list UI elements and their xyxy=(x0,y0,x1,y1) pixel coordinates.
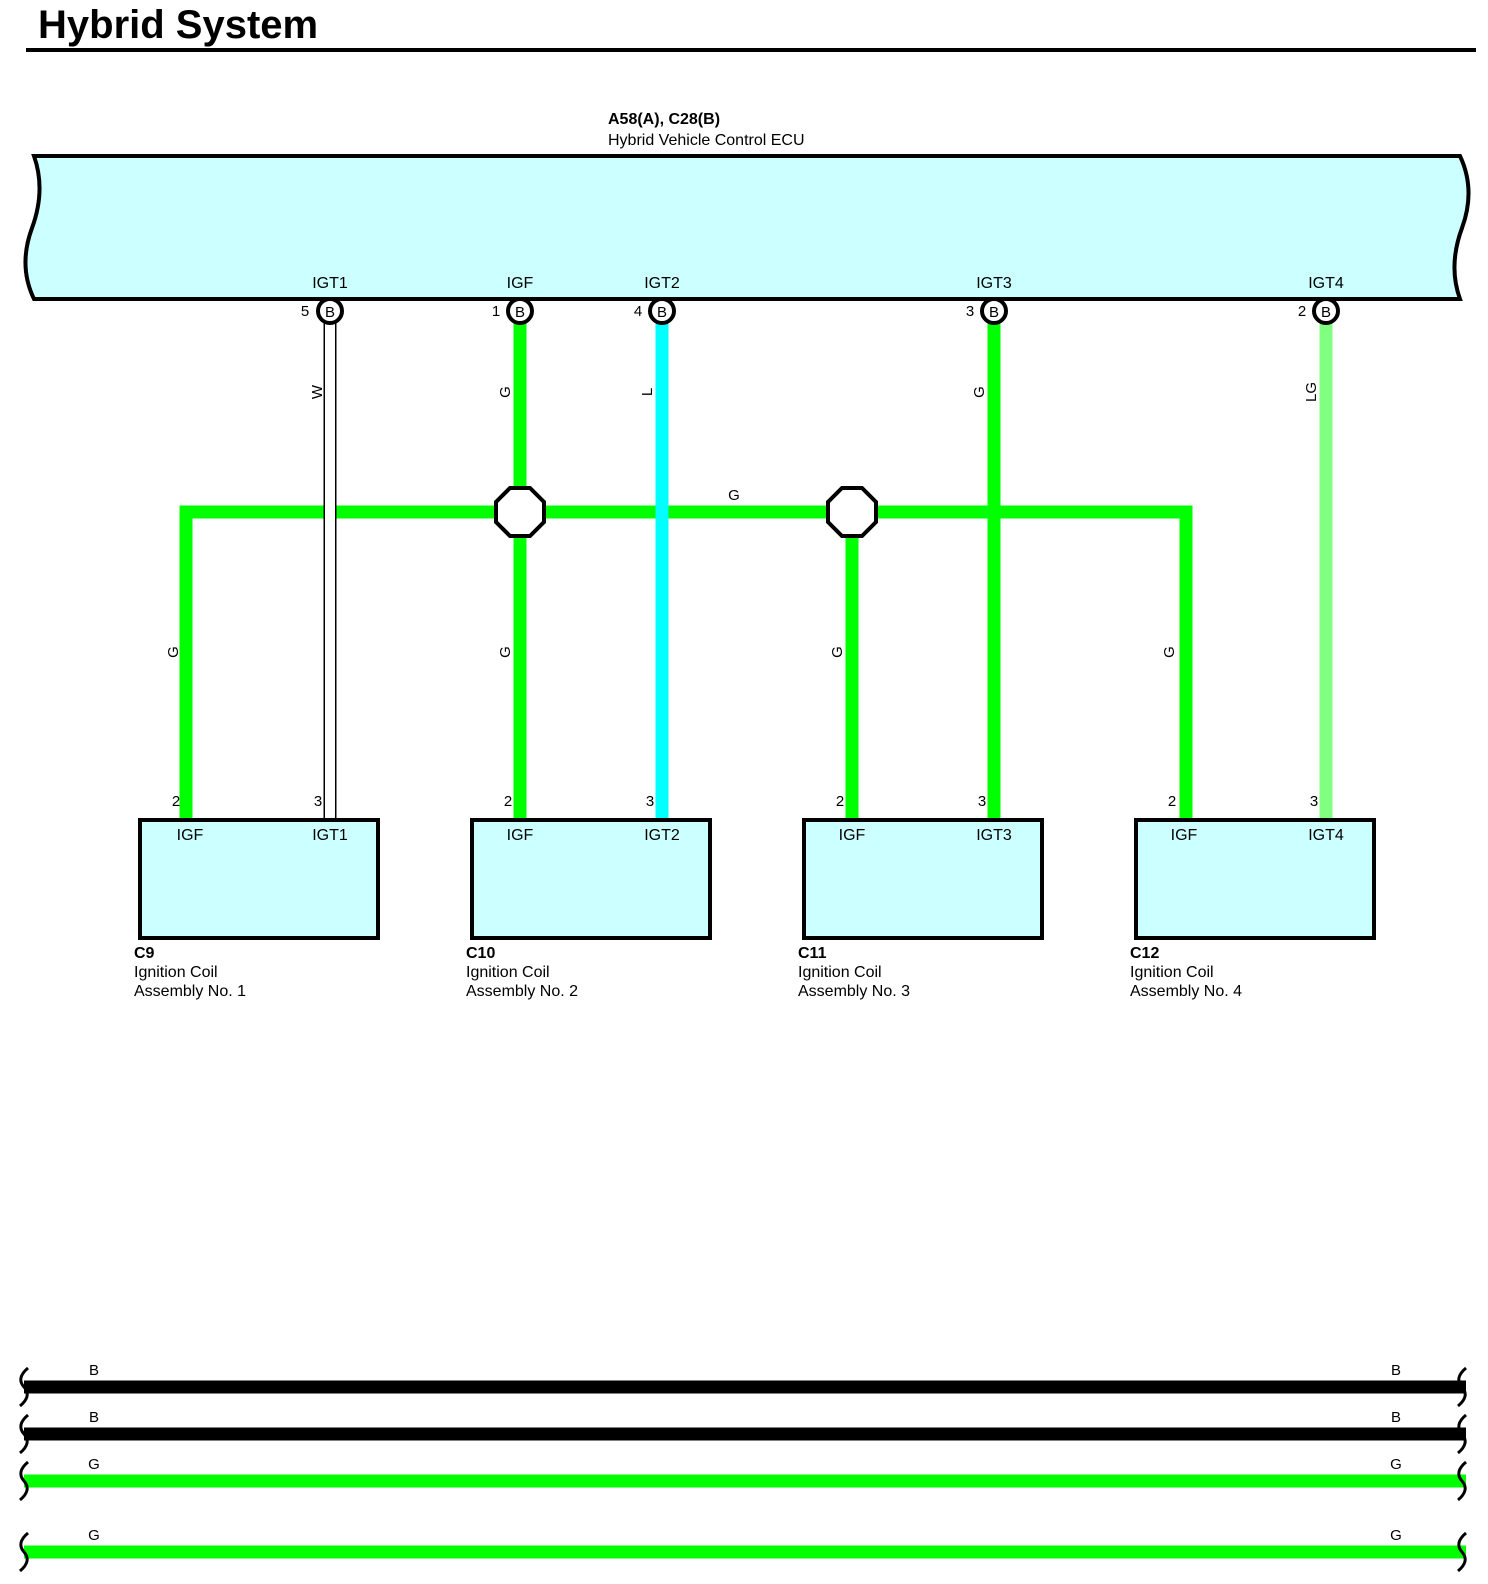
ecu-pin-igt3-number: 3 xyxy=(966,303,974,320)
coil-c10: 2 3 IGF IGT2 C10 Ignition Coil Assembly … xyxy=(466,793,712,1000)
bottom-wire-2: B B xyxy=(19,1409,1467,1455)
ecu-pin-igt2-number: 4 xyxy=(634,303,642,320)
coil-c9: 2 3 IGF IGT1 C9 Ignition Coil Assembly N… xyxy=(134,793,380,1000)
coil-c11-box xyxy=(802,818,1044,940)
wire-label-c12-igf: G xyxy=(1161,646,1178,658)
coil-c10-box xyxy=(470,818,712,940)
bottom-wire-2-right-label: B xyxy=(1391,1409,1401,1426)
ecu-pin-igt4-connector: B xyxy=(1321,304,1331,321)
page-title: Hybrid System xyxy=(38,3,318,47)
coil-c10-assembly: Assembly No. 2 xyxy=(466,983,578,1000)
ecu-terminal-igt4: IGT4 xyxy=(1308,275,1344,292)
bottom-wire-4-right-label: G xyxy=(1390,1527,1402,1544)
wire-label-igt4: LG xyxy=(1303,382,1320,402)
bottom-wire-4: G G xyxy=(19,1527,1467,1573)
coil-c12-left-pin: 2 xyxy=(1168,793,1176,810)
bottom-wire-4-left-label: G xyxy=(88,1527,100,1544)
wire-label-igf: G xyxy=(497,386,514,398)
bottom-wire-2-left-label: B xyxy=(89,1409,99,1426)
bottom-wire-3-break-right xyxy=(1457,1460,1467,1502)
wire-label-igt1: W xyxy=(309,384,326,399)
ecu-pin-igt1-number: 5 xyxy=(301,303,309,320)
bottom-wire-1: B B xyxy=(19,1362,1467,1408)
coil-c11-right-terminal: IGT3 xyxy=(976,827,1012,844)
wire-label-c9-igf: G xyxy=(165,646,182,658)
ecu-pin-igt3: B 3 xyxy=(966,297,1008,325)
ecu-terminal-igt1: IGT1 xyxy=(312,275,348,292)
coil-c9-name: Ignition Coil xyxy=(134,964,218,981)
coil-c10-right-pin: 3 xyxy=(646,793,654,810)
wire-label-c11-igf: G xyxy=(829,646,846,658)
ecu-name: Hybrid Vehicle Control ECU xyxy=(608,132,805,149)
bottom-wire-2-break-right xyxy=(1457,1413,1467,1455)
bottom-wire-3-left-label: G xyxy=(88,1456,100,1473)
coil-c11-left-pin: 2 xyxy=(836,793,844,810)
coil-c11-assembly: Assembly No. 3 xyxy=(798,983,910,1000)
coil-c12-right-terminal: IGT4 xyxy=(1308,827,1344,844)
ecu-terminal-igt3: IGT3 xyxy=(976,275,1012,292)
splice-junction-2 xyxy=(826,486,878,538)
bottom-wire-3-right-label: G xyxy=(1390,1456,1402,1473)
ecu-pin-igf: B 1 xyxy=(492,297,534,325)
coil-c10-left-terminal: IGF xyxy=(507,827,534,844)
wire-label-igt2: L xyxy=(639,388,656,396)
coil-c9-left-pin: 2 xyxy=(172,793,180,810)
ecu-pin-igt1-connector: B xyxy=(325,304,335,321)
ecu-terminal-igt2: IGT2 xyxy=(644,275,680,292)
coil-c11-code: C11 xyxy=(798,945,827,962)
bottom-wire-2-break-left xyxy=(19,1413,29,1455)
coil-c10-left-pin: 2 xyxy=(504,793,512,810)
wire-label-c10-igf: G xyxy=(497,646,514,658)
ecu-box xyxy=(23,154,1471,301)
coil-c12-assembly: Assembly No. 4 xyxy=(1130,983,1242,1000)
bus-wire-g xyxy=(179,505,1193,820)
bottom-wire-1-right-label: B xyxy=(1391,1362,1401,1379)
coil-c11: 2 3 IGF IGT3 C11 Ignition Coil Assembly … xyxy=(798,793,1044,1000)
coil-c11-left-terminal: IGF xyxy=(839,827,866,844)
bottom-wire-1-break-right xyxy=(1457,1366,1467,1408)
ecu-terminal-igf: IGF xyxy=(507,275,534,292)
coil-c9-code: C9 xyxy=(134,945,155,962)
coil-c10-name: Ignition Coil xyxy=(466,964,550,981)
ecu-pin-igt1: B 5 xyxy=(301,297,344,325)
ecu-pin-igt2-connector: B xyxy=(657,304,667,321)
ecu-pin-igt4-number: 2 xyxy=(1298,303,1306,320)
ecu-pin-igt2: B 4 xyxy=(634,297,676,325)
ecu-pin-igt3-connector: B xyxy=(989,304,999,321)
coil-c9-left-terminal: IGF xyxy=(177,827,204,844)
bottom-wire-3: G G xyxy=(19,1456,1467,1502)
wire-label-igt3: G xyxy=(971,386,988,398)
coil-c12-left-terminal: IGF xyxy=(1171,827,1198,844)
ecu-connector-code: A58(A), C28(B) xyxy=(608,111,720,128)
coil-c9-right-terminal: IGT1 xyxy=(312,827,348,844)
bottom-wire-4-break-left xyxy=(19,1531,29,1573)
bottom-wire-1-left-label: B xyxy=(89,1362,99,1379)
splice-junction-1 xyxy=(494,486,546,538)
coil-c10-right-terminal: IGT2 xyxy=(644,827,680,844)
coil-c9-box xyxy=(138,818,380,940)
ecu-pin-igf-number: 1 xyxy=(492,303,500,320)
coil-c12: 2 3 IGF IGT4 C12 Ignition Coil Assembly … xyxy=(1130,793,1376,1000)
coil-c12-code: C12 xyxy=(1130,945,1159,962)
coil-c9-right-pin: 3 xyxy=(314,793,322,810)
coil-c11-right-pin: 3 xyxy=(978,793,986,810)
bottom-wire-3-break-left xyxy=(19,1460,29,1502)
coil-c10-code: C10 xyxy=(466,945,495,962)
bus-wire-label: G xyxy=(728,487,740,504)
bottom-wire-4-break-right xyxy=(1457,1531,1467,1573)
coil-c12-right-pin: 3 xyxy=(1310,793,1318,810)
coil-c11-name: Ignition Coil xyxy=(798,964,882,981)
coil-c12-name: Ignition Coil xyxy=(1130,964,1214,981)
ecu-pin-igt4: B 2 xyxy=(1298,297,1340,325)
ecu-pin-igf-connector: B xyxy=(515,304,525,321)
coil-c9-assembly: Assembly No. 1 xyxy=(134,983,246,1000)
bottom-wire-1-break-left xyxy=(19,1366,29,1408)
coil-c12-box xyxy=(1134,818,1376,940)
